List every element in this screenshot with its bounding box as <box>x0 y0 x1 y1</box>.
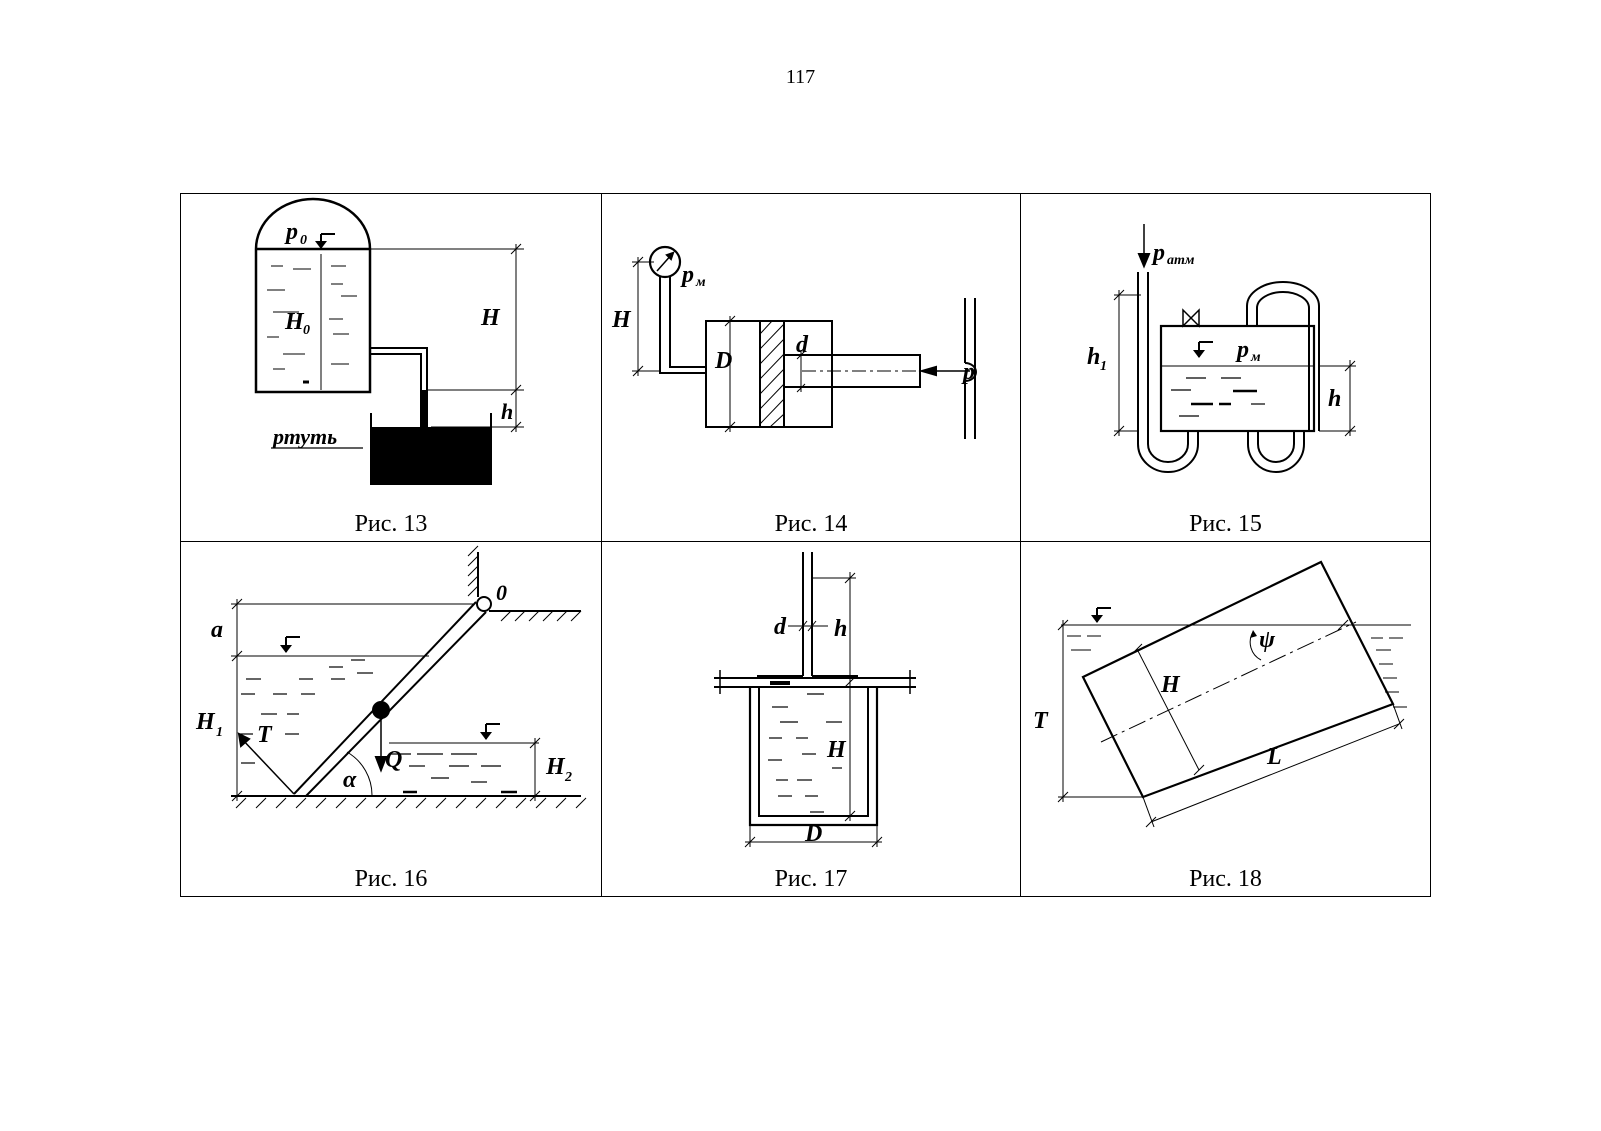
fig13-label-h: h <box>501 399 513 424</box>
figure-16-caption: Рис. 16 <box>354 866 428 892</box>
fig17-label-h: h <box>834 616 847 642</box>
fig16-label-Q: Q <box>385 747 402 773</box>
fig18-label-T: T <box>1033 708 1049 734</box>
fig17-label-D: D <box>804 821 822 847</box>
fig14-label-p: p <box>961 359 975 385</box>
figure-18-caption: Рис. 18 <box>1189 866 1262 892</box>
figure-13-drawing: p 0 H 0 H h ртуть <box>254 197 524 485</box>
fig16-label-T: T <box>257 722 273 748</box>
fig15-label-patm: p <box>1151 240 1165 266</box>
fig17-label-H: H <box>826 737 847 763</box>
fig15-label-pm: p <box>1235 337 1249 363</box>
fig16-label-H1: H <box>195 709 216 735</box>
figure-13-caption: Рис. 13 <box>354 511 428 537</box>
fig18-label-psi: ψ <box>1259 627 1276 653</box>
figure-16-drawing: 0 a H 1 T Q α H 2 <box>195 545 587 809</box>
fig16-label-a: a <box>211 617 223 643</box>
fig15-label-h1-sub: 1 <box>1100 359 1107 374</box>
fig14-label-d: d <box>796 332 809 358</box>
figure-15-drawing: p атм h 1 p м h <box>1087 224 1356 473</box>
figure-16-cell: 0 a H 1 T Q α H 2 Рис. 16 <box>180 541 602 897</box>
fig17-label-d: d <box>774 614 787 640</box>
figure-13-cell: p 0 H 0 H h ртуть Рис. 13 <box>180 193 602 542</box>
figure-15-caption: Рис. 15 <box>1189 511 1262 537</box>
fig14-label-pm-sub: м <box>695 275 706 290</box>
figure-14-caption: Рис. 14 <box>774 511 848 537</box>
figure-17-caption: Рис. 17 <box>774 866 848 892</box>
fig13-label-H: H <box>480 305 501 331</box>
fig18-label-L: L <box>1266 744 1282 770</box>
fig13-label-mercury: ртуть <box>271 424 337 449</box>
fig15-label-h1: h <box>1087 344 1100 370</box>
fig18-label-H: H <box>1160 672 1181 698</box>
figure-17-cell: d h H D Рис. 17 <box>601 541 1021 897</box>
fig16-label-H2-sub: 2 <box>564 770 572 785</box>
figure-grid: p 0 H 0 H h ртуть Рис. 13 <box>180 193 1431 897</box>
fig15-label-patm-sub: атм <box>1167 253 1195 268</box>
fig16-label-alpha: α <box>343 767 357 793</box>
fig16-label-H1-sub: 1 <box>216 725 223 740</box>
fig14-label-pm: p <box>680 262 694 288</box>
fig16-label-O: 0 <box>496 580 507 605</box>
fig13-label-p0: p <box>284 219 298 245</box>
figure-18-drawing: ψ H T L <box>1033 560 1411 828</box>
figure-14-cell: p м H D d p Рис. 14 <box>601 193 1021 542</box>
figure-17-drawing: d h H D <box>714 552 916 848</box>
page-number: 117 <box>785 66 816 88</box>
fig13-label-H0-sub: 0 <box>303 323 310 338</box>
fig14-label-D: D <box>714 348 732 374</box>
fig14-label-H: H <box>611 307 632 333</box>
fig16-label-H2: H <box>545 754 566 780</box>
fig13-label-p0-sub: 0 <box>300 233 307 248</box>
fig15-label-h: h <box>1328 386 1341 412</box>
fig15-label-pm-sub: м <box>1250 350 1261 365</box>
figure-14-drawing: p м H D d p <box>611 245 977 439</box>
figure-15-cell: p атм h 1 p м h Рис. 15 <box>1020 193 1431 542</box>
figure-18-cell: ψ H T L Рис. 18 <box>1020 541 1431 897</box>
fig13-label-H0: H <box>284 309 305 335</box>
